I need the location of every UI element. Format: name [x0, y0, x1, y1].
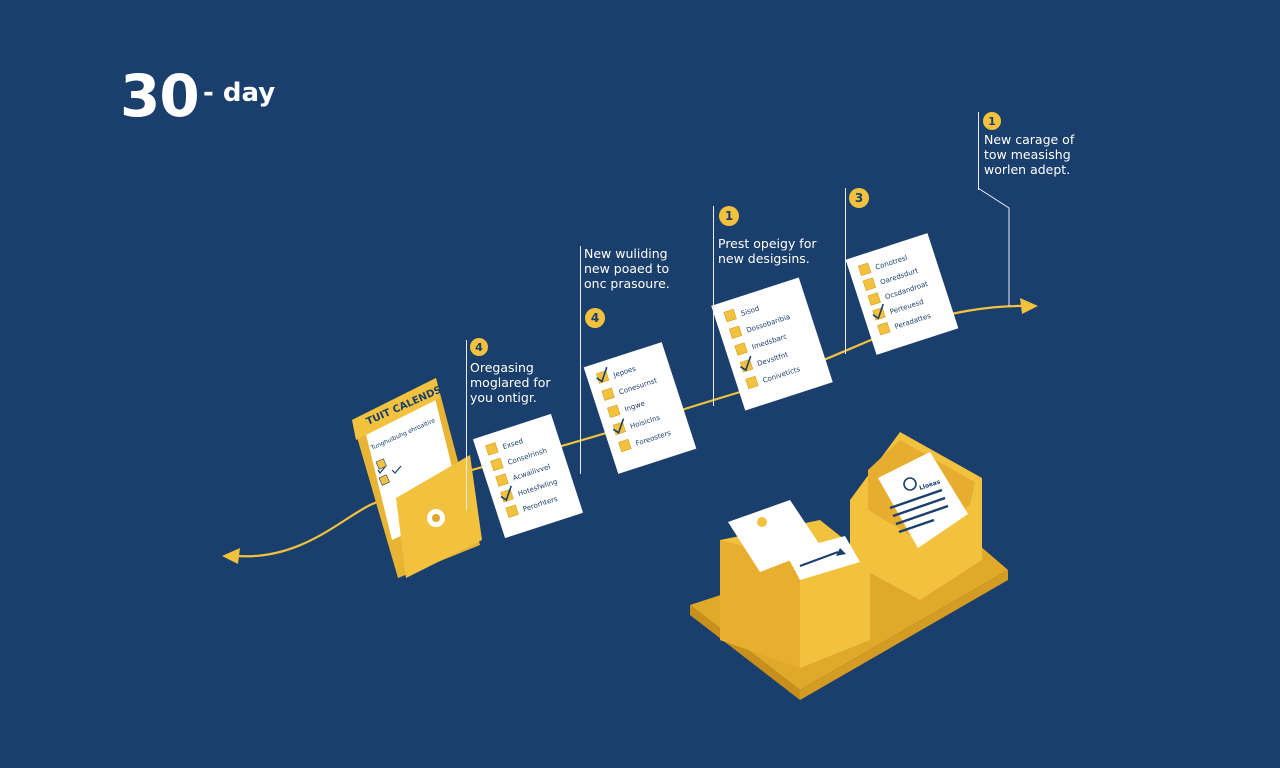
milestone-leader-line: [978, 112, 979, 190]
timeline-arrow-right-icon: [1020, 298, 1038, 314]
checklist-card: ExsedConselrinshAcwailivvelHotesfwlingPe…: [472, 413, 584, 539]
checklist-paper: [472, 413, 584, 539]
checkbox-icon: [490, 457, 504, 472]
checkmark-icon: [740, 355, 752, 372]
checkbox-icon: [867, 292, 881, 306]
arrow-icon: [836, 548, 846, 556]
title-number: 30: [120, 62, 200, 130]
milestone-text: New wuliding new poaed to onc prasoure.: [584, 246, 670, 291]
checkbox-icon: [728, 325, 743, 339]
document-trays: Lloeas: [690, 432, 1008, 700]
checkmark-icon: [596, 367, 608, 383]
milestone-badge: 3: [849, 188, 869, 208]
timeline-arrow-left-icon: [222, 548, 240, 564]
checkmark-icon: [500, 485, 512, 502]
checkbox-icon: [618, 438, 632, 453]
milestone-badge: 4: [470, 338, 488, 356]
checkbox-icon: [857, 262, 872, 277]
calendar-logo-icon: [432, 514, 440, 522]
checkbox-icon: [723, 308, 737, 323]
milestone-text: New carage of tow measishg worlen adept.: [984, 132, 1075, 177]
card-logo-icon: [757, 517, 767, 527]
checkbox-icon: [505, 504, 519, 518]
checkmark-icon: [872, 303, 884, 320]
milestone-leader-line: [713, 206, 714, 406]
checkbox-icon: [495, 473, 509, 487]
checkmark-icon: [612, 418, 625, 435]
checkbox-icon: [862, 277, 877, 291]
checklist-paper: [711, 277, 833, 411]
milestone-leader-line: [580, 246, 581, 474]
milestone-leader-line: [466, 340, 467, 510]
checkbox-icon: [877, 322, 891, 336]
milestone-badge: 1: [719, 206, 739, 226]
checkbox-icon: [601, 387, 615, 401]
document-status-icon: [903, 477, 917, 491]
checklist-card: SisodDossobaribiaImedsbarcDevsltfntConiv…: [711, 277, 833, 411]
milestone-badge: 1: [983, 112, 1001, 130]
checklist-paper: [845, 233, 959, 355]
milestone-leader-line: [845, 188, 846, 354]
checkbox-icon: [745, 375, 759, 390]
checklist-paper: [583, 342, 697, 474]
milestone-text: Oregasing moglared for you ontigr.: [470, 360, 551, 405]
milestone-leader-bend: [977, 187, 1010, 306]
milestone-text: Prest opeigy for new desigsins.: [718, 236, 817, 266]
milestone-badge: 4: [585, 308, 605, 328]
checkbox-icon: [607, 404, 621, 418]
checklist-card: ConotreslOaredsdurtOcsdandroatPerteuesdP…: [845, 233, 959, 355]
title-suffix: - day: [203, 78, 276, 108]
checkbox-icon: [734, 342, 748, 356]
checkbox-icon: [485, 442, 499, 456]
calendar-stand: TUIT CALENDS Tunghuibuhg ehroaltire: [352, 378, 482, 578]
